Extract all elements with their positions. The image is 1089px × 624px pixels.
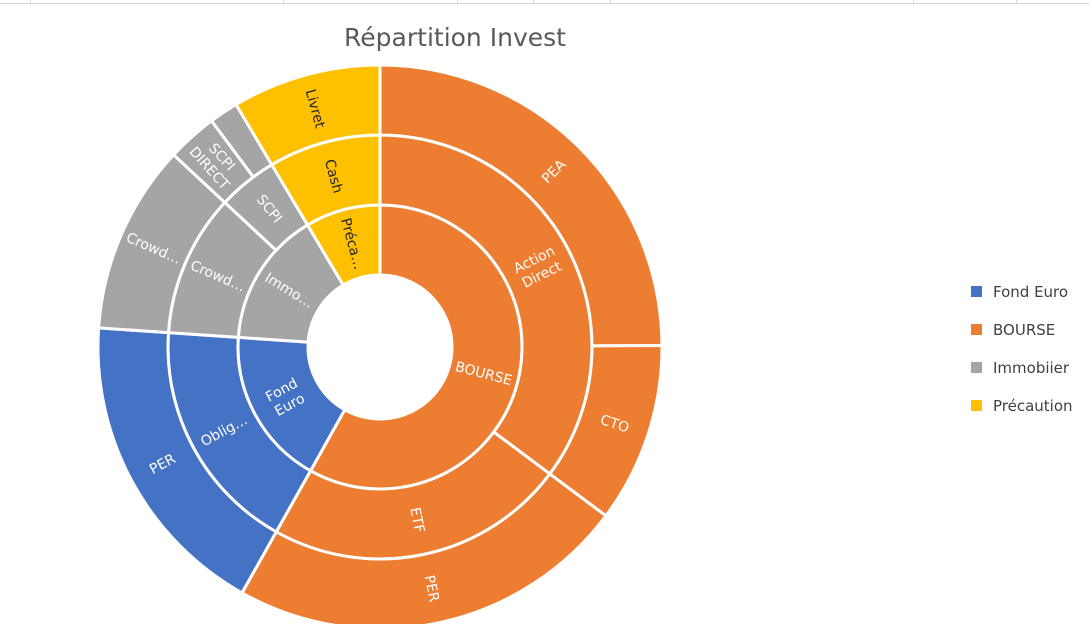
legend-item-precaution[interactable]: Précaution: [971, 396, 1073, 415]
sheet-column-tick: [610, 0, 611, 3]
sheet-gridline: [0, 0, 1089, 4]
chart-title: Répartition Invest: [344, 23, 566, 52]
sheet-column-tick: [457, 0, 458, 3]
segment-label-outer-per: PER: [421, 574, 442, 604]
sunburst-segment-outer-livret[interactable]: [233, 63, 382, 167]
sheet-column-tick: [283, 0, 284, 3]
sheet-column-tick: [30, 0, 31, 3]
sheet-column-tick: [1016, 0, 1017, 3]
legend-swatch: [971, 400, 982, 411]
legend-label: Fond Euro: [993, 282, 1069, 301]
legend-label: Immobiier: [993, 358, 1070, 377]
legend-item-bourse[interactable]: BOURSE: [971, 320, 1073, 339]
sunburst-rings: [96, 63, 664, 624]
legend-item-immobiier[interactable]: Immobiier: [971, 358, 1073, 377]
legend-label: Précaution: [993, 396, 1073, 415]
legend-item-fond-euro[interactable]: Fond Euro: [971, 282, 1073, 301]
legend-swatch: [971, 286, 982, 297]
legend-label: BOURSE: [993, 320, 1056, 339]
sheet-column-tick: [533, 0, 534, 3]
sheet-column-tick: [913, 0, 914, 3]
segment-label-middle-etf: ETF: [406, 506, 427, 534]
legend-swatch: [971, 324, 982, 335]
legend-swatch: [971, 362, 982, 373]
